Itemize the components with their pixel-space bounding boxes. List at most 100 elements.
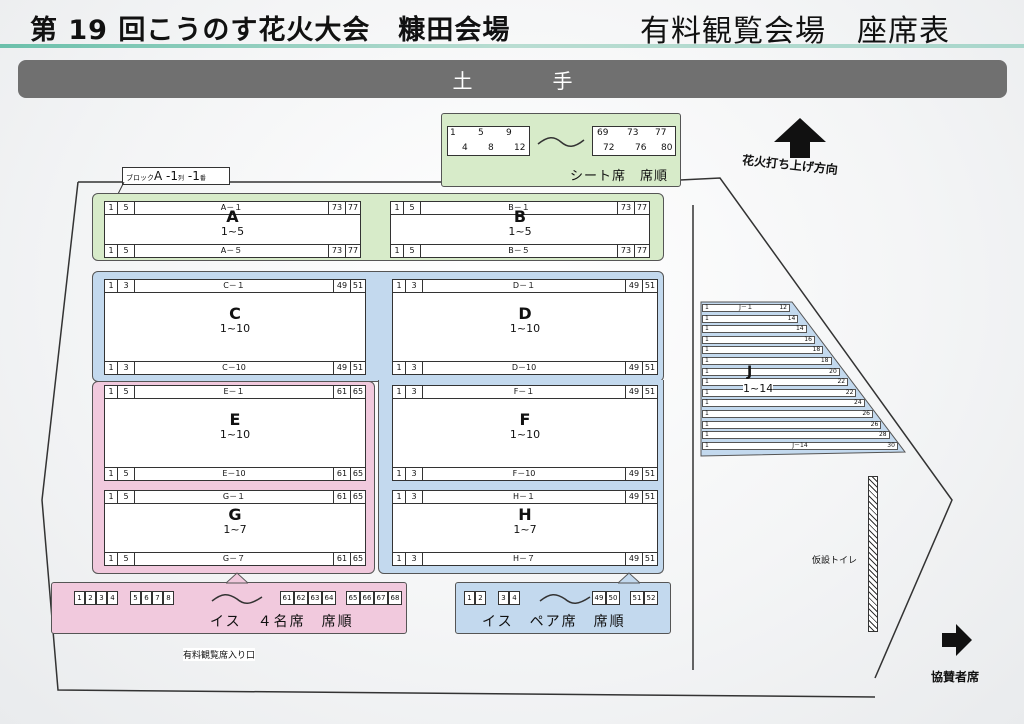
row-label: C－１: [223, 281, 245, 290]
block-note-seat-unit: 番: [199, 175, 206, 182]
seat-start: 1: [705, 314, 709, 322]
block-f[interactable]: 1 3 F－１ 49 51 1 3 F－10 49 51 F 1~10: [392, 385, 658, 481]
block-j-row[interactable]: 1 22: [702, 378, 849, 387]
seat-second: 3: [406, 362, 423, 374]
seat-penultimate: 49: [625, 362, 642, 374]
header-divider: [0, 44, 1024, 48]
block-range: 1~7: [223, 523, 247, 536]
seat-number: 3: [96, 591, 107, 605]
seat-penultimate: 49: [625, 468, 642, 480]
seat-number: 65: [346, 591, 360, 605]
seat-start: 1: [105, 468, 118, 480]
chair-4-key-label: イス ４名席 席順: [210, 614, 354, 630]
block-j-row[interactable]: 1 J－14 30: [702, 441, 898, 450]
block-e-top-row: 1 5 E－１ 61 65: [105, 386, 365, 399]
seat-second: 3: [118, 362, 135, 374]
seat-number: 67: [374, 591, 388, 605]
seat-number: 64: [322, 591, 336, 605]
seat-start: 1: [105, 280, 118, 292]
seat-start: 1: [393, 491, 406, 503]
seat-end: 65: [350, 468, 365, 480]
row-label: J－１: [739, 304, 753, 311]
seat-start: 1: [705, 367, 709, 375]
seat-penultimate: 49: [625, 491, 642, 503]
block-j-row[interactable]: 1 26: [702, 410, 873, 418]
seat-penultimate: 49: [333, 280, 350, 292]
seat-end: 77: [634, 202, 649, 214]
seat-end: 14: [787, 314, 796, 322]
block-j-row[interactable]: 1 14: [702, 314, 799, 323]
block-name: E: [229, 410, 241, 429]
seat-start: 1: [105, 245, 118, 257]
sheet-pair-4-start: 69: [597, 128, 609, 138]
seat-start: 1: [393, 386, 406, 398]
block-j-row[interactable]: 1 14: [702, 325, 807, 334]
seat-start: 1: [705, 388, 709, 396]
block-j-row[interactable]: 1 J－１ 12: [702, 304, 790, 312]
block-g-bot-row: 1 5 G－７ 61 65: [105, 552, 365, 565]
seat-start: 1: [705, 410, 709, 417]
sheet-key-right: 69 72 73 76 77 80: [592, 126, 676, 156]
block-c-top-row: 1 3 C－１ 49 51: [105, 280, 365, 293]
block-j-row[interactable]: 1 28: [702, 431, 890, 440]
seat-start: 1: [105, 202, 118, 214]
seat-second: 5: [118, 468, 135, 480]
sheet-pair-3-end: 12: [514, 143, 526, 153]
seat-number: 7: [152, 591, 163, 605]
seat-number: 51: [630, 591, 644, 605]
block-range: 1~10: [219, 428, 251, 441]
block-j-row[interactable]: 1 26: [702, 420, 882, 429]
block-e[interactable]: 1 5 E－１ 61 65 1 5 E－10 61 65 E 1~10: [104, 385, 366, 481]
seat-number: 4: [107, 591, 118, 605]
seat-end: 28: [878, 431, 887, 439]
block-d[interactable]: 1 3 D－１ 49 51 1 3 D－10 49 51 D 1~10: [392, 279, 658, 375]
seat-start: 1: [705, 399, 709, 407]
block-j-row[interactable]: 1 18: [702, 357, 832, 365]
block-h[interactable]: 1 3 H－１ 49 51 1 3 H－７ 49 51 H 1~7: [392, 490, 658, 566]
entrance-label: 有料観覧席入り口: [183, 648, 256, 661]
toilet-label: 仮設トイレ: [812, 556, 858, 566]
sponsor-arrow-icon: [942, 624, 972, 656]
embankment-bar: 土 手: [18, 60, 1007, 98]
block-g[interactable]: 1 5 G－１ 61 65 1 5 G－７ 61 65 G 1~7: [104, 490, 366, 566]
seat-second: 3: [406, 491, 423, 503]
seat-second: 5: [404, 245, 421, 257]
seat-end: 65: [350, 553, 365, 565]
block-j-row[interactable]: 1 22: [702, 388, 857, 397]
row-label: D－１: [512, 281, 536, 290]
row-label: G－１: [222, 492, 246, 501]
row-label: B－５: [508, 246, 530, 255]
block-note-sep1: -: [166, 169, 171, 183]
row-label: A－５: [220, 246, 243, 255]
block-d-top-row: 1 3 D－１ 49 51: [393, 280, 657, 293]
block-j-row[interactable]: 1 16: [702, 335, 815, 344]
seat-start: 1: [105, 386, 118, 398]
seat-number: 62: [294, 591, 308, 605]
seat-penultimate: 61: [333, 386, 350, 398]
block-range: 1~7: [513, 523, 537, 536]
block-j-row[interactable]: 1 24: [702, 399, 865, 408]
seat-number: 50: [606, 591, 620, 605]
block-j-row[interactable]: 1 20: [702, 367, 840, 376]
row-label: J－14: [792, 441, 808, 449]
block-c[interactable]: 1 3 C－１ 49 51 1 3 C－10 49 51 C 1~10: [104, 279, 366, 375]
seat-number: 2: [85, 591, 96, 605]
block-note-callout: ブロックA -1列 -1番: [122, 167, 230, 185]
sheet-key-left: 1 4 5 8 9 12: [447, 126, 530, 156]
block-j-row[interactable]: 1 18: [702, 346, 824, 355]
seat-start: 1: [705, 335, 709, 343]
seat-number: 6: [141, 591, 152, 605]
seat-number: 4: [509, 591, 520, 605]
seat-start: 1: [391, 245, 404, 257]
seat-penultimate: 61: [333, 553, 350, 565]
seat-second: 3: [406, 553, 423, 565]
block-range: 1~5: [220, 224, 245, 238]
seat-end: 51: [350, 362, 365, 374]
block-b[interactable]: 1 5 B－１ 73 77 1 5 B－５ 73 77 B 1~5: [390, 201, 650, 258]
seat-end: 51: [642, 280, 657, 292]
seat-end: 65: [350, 491, 365, 503]
seat-end: 51: [642, 386, 657, 398]
block-a[interactable]: 1 5 A－１ 73 77 1 5 A－５ 73 77 A 1~5: [104, 201, 361, 258]
seat-number: 8: [163, 591, 174, 605]
